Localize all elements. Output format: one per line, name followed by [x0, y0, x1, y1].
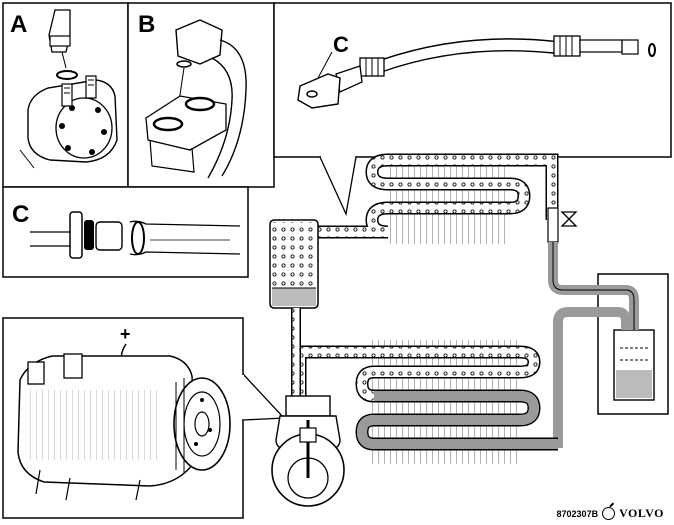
- panel-b: B: [127, 2, 275, 188]
- condenser: [318, 153, 559, 244]
- evaporator: [293, 340, 558, 464]
- callout-pointers: [242, 156, 357, 421]
- accumulator: [269, 219, 319, 396]
- panel-compressor: +: [2, 317, 244, 519]
- panel-a: A: [2, 2, 129, 188]
- plus-terminal-label: +: [120, 324, 131, 344]
- panel-a-label: A: [10, 11, 27, 38]
- volvo-emblem-icon: [602, 507, 616, 520]
- figure-code: 8702307B: [556, 508, 599, 519]
- panel-b-label: B: [138, 11, 155, 38]
- expansion-valve-icon: [547, 207, 578, 243]
- compressor-schematic: [271, 395, 345, 507]
- receiver-drier: [548, 242, 669, 448]
- panel-c-oring: C: [2, 186, 249, 278]
- panel-c-label: C: [12, 201, 29, 228]
- c-callout-label: C: [333, 32, 349, 57]
- brand-logo: VOLVO: [619, 506, 664, 520]
- footer: 8702307B VOLVO: [557, 506, 664, 521]
- panel-c-hose: C: [273, 2, 672, 158]
